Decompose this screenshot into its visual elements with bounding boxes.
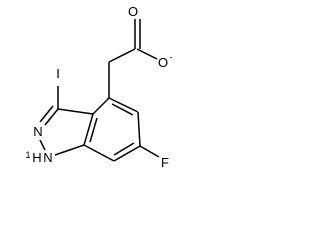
bond-c3a-c3 xyxy=(57,108,94,115)
ring-nitrogen-label: N xyxy=(33,124,42,139)
bond-c7a-c3a-inner xyxy=(89,117,98,143)
bond-c6-fluorine xyxy=(139,145,160,158)
bond-n1-c7a xyxy=(54,144,85,156)
bond-ch2-cooc xyxy=(108,48,136,63)
bond-c6-c7 xyxy=(113,145,141,162)
nh-locant: 1 xyxy=(25,150,30,160)
bond-c6-c7-inner xyxy=(113,142,135,156)
bond-c7-c7a xyxy=(83,144,115,162)
bond-c-o-minus xyxy=(136,48,158,60)
iodine-label: I xyxy=(56,66,60,81)
bond-c4-c5 xyxy=(108,97,139,113)
bond-c5-c6 xyxy=(137,111,141,147)
ester-oxygen-charge: - xyxy=(170,52,173,62)
molecule-diagram: O O - I N 1 H N F xyxy=(25,4,173,170)
nh-nitrogen-label: N xyxy=(43,150,52,165)
bond-c4-c5-inner xyxy=(111,103,134,116)
ester-oxygen-label: O xyxy=(158,55,168,70)
bond-c3-n2 xyxy=(44,108,59,126)
bond-c7a-c3a xyxy=(83,113,94,146)
bond-lines xyxy=(39,19,160,162)
carbonyl-oxygen-label: O xyxy=(128,4,138,19)
bond-c3-n2-double xyxy=(39,105,54,123)
fluorine-label: F xyxy=(161,155,169,170)
bond-c3a-c4 xyxy=(92,97,110,115)
bond-n2-n1 xyxy=(39,139,46,151)
nh-hydrogen-label: H xyxy=(32,150,41,165)
